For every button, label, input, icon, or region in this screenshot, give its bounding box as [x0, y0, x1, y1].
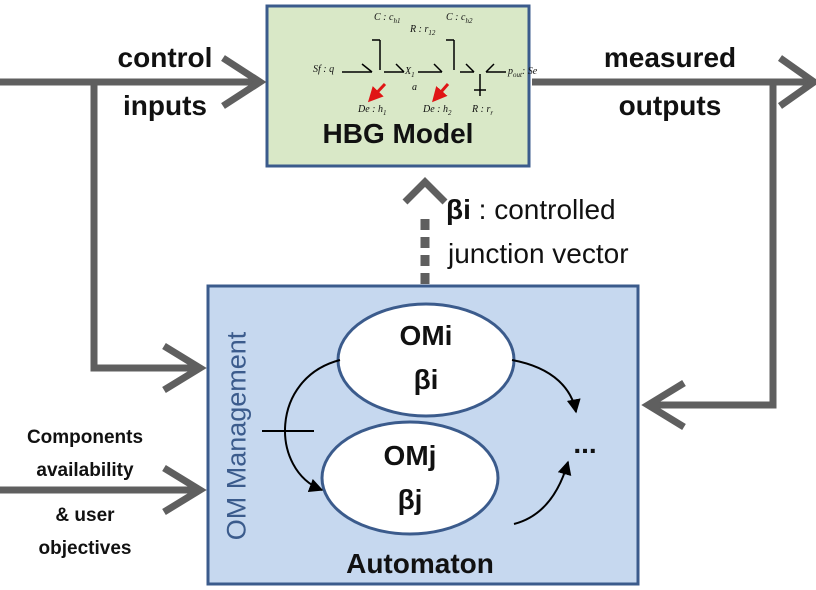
- state-omi-beta: βi: [413, 364, 439, 395]
- bg-label-c1: C : ch1: [374, 12, 401, 25]
- components-arrow: [0, 465, 207, 515]
- measured-outputs-arrow: [532, 55, 816, 109]
- hbg-model-box: [265, 4, 531, 168]
- control-to-om-arrow: [90, 82, 207, 393]
- bg-label-pout: pout: Se: [508, 66, 538, 79]
- bg-label-a: a: [412, 82, 417, 93]
- bond-graph-sketch: [342, 39, 506, 96]
- hbg-model-title: HBG Model: [322, 118, 474, 149]
- bg-label-r12: R : r12: [410, 24, 436, 37]
- outputs-to-om-arrow: [641, 82, 777, 430]
- control-inputs-arrow: [0, 55, 267, 109]
- beta-label-line2: junction vector: [448, 238, 629, 269]
- bg-label-sf: Sf : q: [313, 64, 335, 75]
- beta-symbol: βi: [446, 194, 471, 225]
- components-label-line4: objectives: [38, 538, 132, 559]
- state-omj-ellipse[interactable]: [320, 420, 500, 536]
- beta-label-line1: βi : controlled: [446, 194, 616, 226]
- om-management-side-label: OM Management: [221, 331, 252, 541]
- state-omi-name: OMi: [399, 320, 453, 351]
- control-inputs-label-line1: control: [117, 42, 213, 73]
- transition-omi-to-ellipsis: [511, 359, 581, 414]
- measured-outputs-label-line1: measured: [603, 42, 737, 73]
- bg-label-x1: X1: [405, 66, 415, 79]
- bg-label-rr: R : rr: [472, 104, 494, 117]
- measured-outputs-label-line2: outputs: [618, 90, 722, 121]
- state-omj-name: OMj: [383, 440, 437, 471]
- components-label-line3: & user: [55, 505, 115, 526]
- state-omj-beta: βj: [397, 484, 423, 515]
- beta-dashed-arrow: [402, 177, 448, 284]
- beta-description: : controlled: [470, 194, 616, 225]
- control-inputs-label-line2: inputs: [123, 90, 207, 121]
- bg-label-c2: C : ch2: [446, 12, 473, 25]
- red-detector-arrow-1: [367, 82, 387, 103]
- further-states-ellipsis: ...: [573, 428, 597, 459]
- transition-omj-to-ellipsis: [513, 460, 572, 525]
- bg-label-de1: De : h1: [358, 104, 387, 117]
- components-label-line2: availability: [36, 460, 134, 481]
- automaton-label: Automaton: [346, 548, 494, 579]
- components-label-line1: Components: [26, 427, 144, 448]
- bg-label-de2: De : h2: [423, 104, 452, 117]
- transition-omi-to-omj: [284, 359, 341, 492]
- red-detector-arrow-2: [432, 83, 450, 103]
